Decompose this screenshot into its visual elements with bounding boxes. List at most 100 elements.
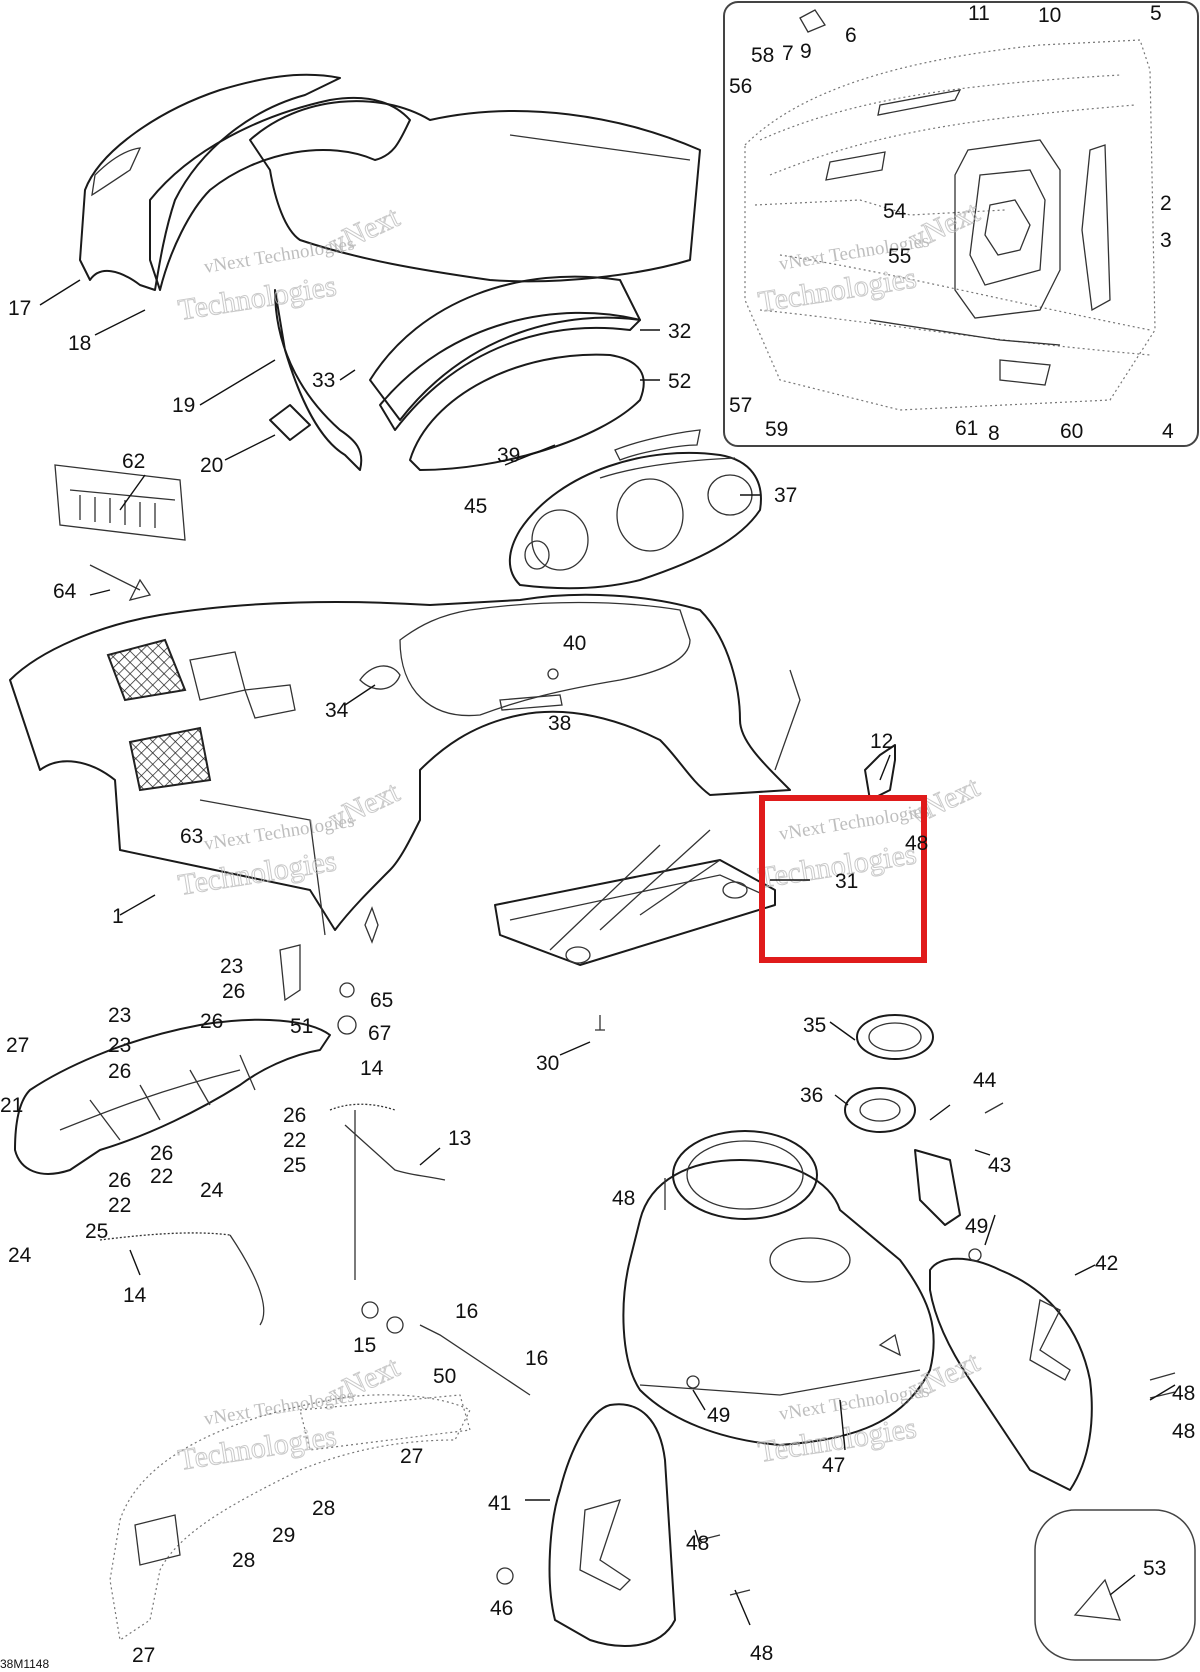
callout-label: 3 [1160, 229, 1172, 252]
leader-lines [39, 279, 1176, 1626]
callout-label: 55 [888, 245, 911, 268]
callout-label: 23 [108, 1034, 131, 1057]
callout-label: 16 [525, 1347, 548, 1370]
callout-label: 23 [220, 955, 243, 978]
callout-label: 49 [965, 1215, 988, 1238]
callout-label: 53 [1143, 1557, 1166, 1580]
callout-label: 48 [612, 1187, 635, 1210]
callout-label: 65 [370, 989, 393, 1012]
bracket-21 [14, 944, 331, 1175]
callout-label: 46 [490, 1597, 513, 1620]
callout-label: 48 [1172, 1382, 1195, 1405]
callout-label: 26 [150, 1142, 173, 1165]
callout-label: 8 [988, 422, 1000, 445]
fasteners [54, 464, 1196, 1661]
callout-label: 22 [283, 1129, 306, 1152]
callout-label: 24 [8, 1244, 32, 1267]
callout-label: 60 [1060, 420, 1083, 443]
callout-label: 35 [803, 1014, 826, 1037]
callout-label: 28 [312, 1497, 335, 1520]
callout-label: 27 [132, 1644, 155, 1667]
callout-label: 5 [1150, 2, 1162, 25]
callout-label: 7 [782, 42, 794, 65]
callout-label: 27 [6, 1034, 29, 1057]
callout-label: 28 [232, 1549, 255, 1572]
callout-label: 10 [1038, 4, 1061, 27]
bracket-12 [864, 744, 896, 801]
callout-label: 16 [455, 1300, 478, 1323]
callout-label: 62 [122, 450, 145, 473]
callout-label: 48 [750, 1642, 773, 1665]
callout-label: 57 [729, 394, 752, 417]
callout-label: 49 [707, 1404, 730, 1427]
watermark-text: vNext [904, 1345, 985, 1406]
callout-label: 6 [845, 24, 857, 47]
inset-panel [723, 1, 1199, 447]
callout-label: 29 [272, 1524, 295, 1547]
callout-label: 67 [368, 1022, 391, 1045]
callout-label: 51 [290, 1015, 313, 1038]
callout-label: 26 [283, 1104, 306, 1127]
callout-label: 19 [172, 394, 195, 417]
callout-label: 34 [325, 699, 349, 722]
highlight-box [759, 795, 927, 963]
callout-label: 13 [448, 1127, 471, 1150]
watermark-text: vNext [324, 775, 405, 836]
callout-label: 26 [108, 1169, 131, 1192]
front-fascia-parts [79, 73, 701, 471]
callout-label: 26 [108, 1060, 131, 1083]
callout-label: 40 [563, 632, 586, 655]
callout-label: 47 [822, 1454, 845, 1477]
callout-label: 22 [108, 1194, 131, 1217]
springs-cables [99, 1103, 531, 1396]
callout-label: 48 [686, 1532, 709, 1555]
watermark-text: Technologies [176, 269, 339, 327]
callout-label: 63 [180, 825, 203, 848]
callout-label: 12 [870, 730, 893, 753]
callout-label: 45 [464, 495, 487, 518]
callout-label: 14 [360, 1057, 384, 1080]
callout-label: 25 [283, 1154, 306, 1177]
callout-label: 54 [883, 200, 907, 223]
callout-label: 41 [488, 1492, 511, 1515]
callout-label: 30 [536, 1052, 559, 1075]
watermark-text: vNext [324, 1350, 405, 1411]
callout-label: 32 [668, 320, 691, 343]
callout-label: 31 [835, 870, 858, 893]
callout-label: 59 [765, 418, 788, 441]
callout-label: 18 [68, 332, 91, 355]
callout-label: 26 [222, 980, 245, 1003]
callout-label: 20 [200, 454, 223, 477]
callout-label: 4 [1162, 420, 1174, 443]
drawing-code: 38M1148 [0, 1657, 49, 1671]
storage-tray [494, 829, 776, 966]
callout-label: 21 [0, 1094, 23, 1117]
callout-label: 23 [108, 1004, 131, 1027]
callout-label: 9 [800, 40, 812, 63]
callout-label: 22 [150, 1165, 173, 1188]
callout-label: 44 [973, 1069, 997, 1092]
callout-label: 24 [200, 1179, 224, 1202]
grab-handle [109, 1394, 471, 1642]
callout-label: 48 [1172, 1420, 1195, 1443]
callout-label: 37 [774, 484, 797, 507]
callout-label: 11 [968, 2, 990, 25]
callout-label: 15 [353, 1334, 376, 1357]
callout-label: 58 [751, 44, 774, 67]
callout-label: 1 [112, 905, 124, 928]
callout-label: 56 [729, 75, 752, 98]
callout-label: 52 [668, 370, 691, 393]
callout-label: 42 [1095, 1252, 1118, 1275]
watermark-text: Technologies [176, 1419, 339, 1477]
watermark-text: vNext [324, 200, 405, 261]
callout-label: 2 [1160, 192, 1172, 215]
callout-label: 36 [800, 1084, 823, 1107]
callout-label: 43 [988, 1154, 1011, 1177]
callout-label: 17 [8, 297, 31, 320]
callout-label: 38 [548, 712, 571, 735]
main-console [9, 593, 801, 944]
callout-label: 25 [85, 1220, 108, 1243]
callout-label: 61 [955, 417, 978, 440]
